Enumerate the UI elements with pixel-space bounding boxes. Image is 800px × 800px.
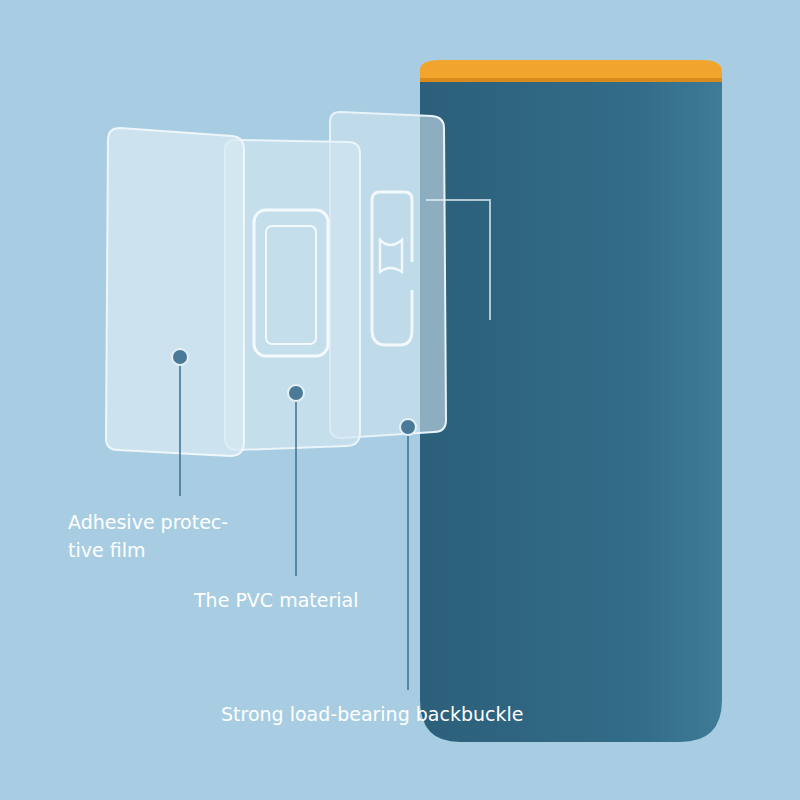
hook-outline <box>426 200 490 320</box>
part-label: Strong load-bearing backbuckle <box>221 700 641 728</box>
hook-tab <box>380 240 402 272</box>
hook-clip <box>372 192 412 345</box>
part-label: The PVC material <box>194 586 434 614</box>
callout-dot <box>400 419 416 435</box>
pvc-sheet <box>225 140 360 450</box>
callout-dot <box>288 385 304 401</box>
leader-line <box>407 434 409 690</box>
pvc-hook-inner <box>266 226 316 344</box>
leader-line <box>179 364 181 496</box>
leader-line <box>295 400 297 576</box>
container-body <box>420 62 722 742</box>
callout-dot <box>172 349 188 365</box>
part-label: Adhesive protec- tive film <box>68 508 246 564</box>
lid-edge <box>420 78 722 82</box>
pvc-hook-frame <box>254 210 328 356</box>
protective-film-sheet <box>106 128 244 456</box>
container-lid <box>420 60 722 80</box>
